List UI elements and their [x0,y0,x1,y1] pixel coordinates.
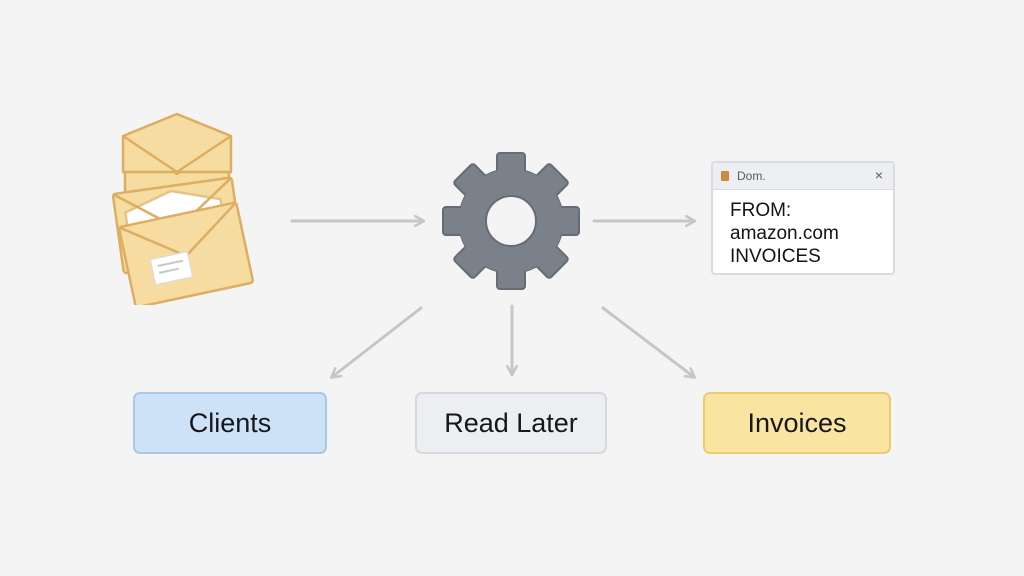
folder-read-later[interactable]: Read Later [415,392,607,454]
folder-invoices[interactable]: Invoices [703,392,891,454]
close-icon[interactable]: × [874,167,883,183]
filter-rule-titlebar: Dom. × [713,163,893,190]
envelope-stack-icon [111,112,254,305]
folder-read-later-label: Read Later [444,407,578,438]
rule-sender: amazon.com [730,223,839,244]
folder-clients[interactable]: Clients [133,392,327,454]
document-icon [721,171,729,181]
filter-rule-title: Dom. [737,169,766,183]
rule-target: INVOICES [730,246,821,267]
arrow-to-invoices [601,306,694,377]
folder-clients-label: Clients [188,407,272,438]
rule-from-label: FROM: [730,200,792,221]
folder-invoices-label: Invoices [747,407,847,438]
filter-rule-body: FROM: amazon.com INVOICES [713,190,893,268]
arrow-to-clients [332,306,423,377]
gear-icon [442,152,580,290]
filter-rule-window: Dom. × FROM: amazon.com INVOICES [711,161,895,275]
